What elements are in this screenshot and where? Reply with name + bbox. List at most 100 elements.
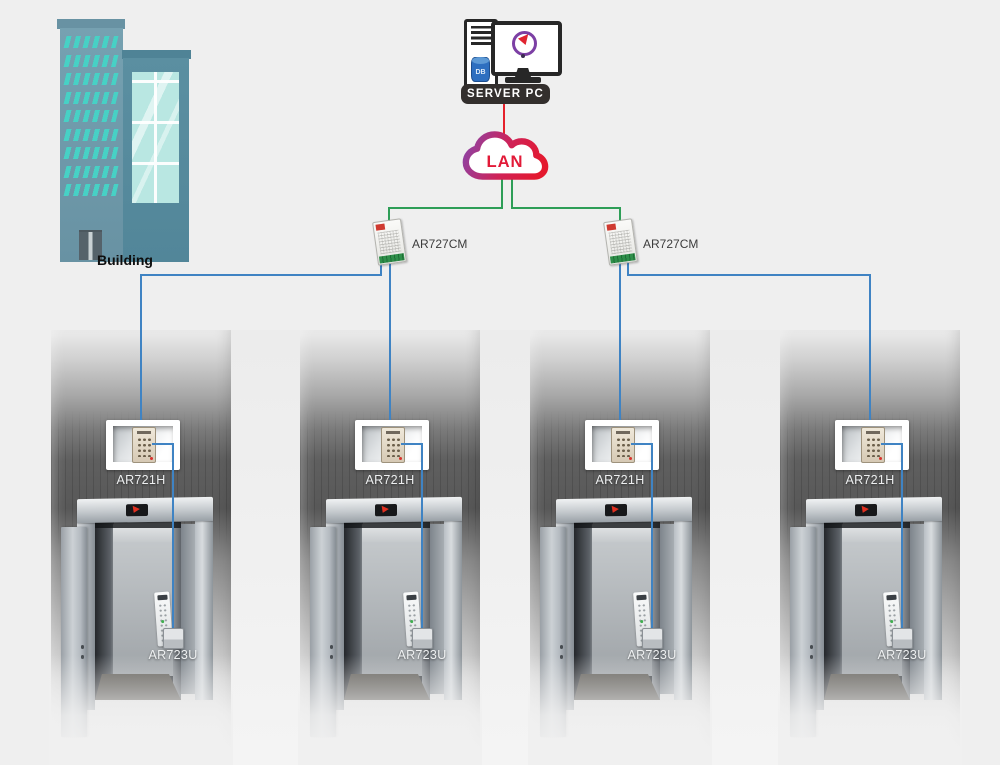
building-label: Building [97,252,153,268]
keypad-display [137,431,151,434]
server-pc-label: SERVER PC [461,84,550,104]
floor-indicator-icon [605,503,627,517]
car-right-wall [422,522,430,700]
wire-unit-v [172,443,174,630]
car-ceiling [834,522,910,544]
reader-niche [835,420,909,470]
wire-unit-h [881,443,903,445]
car-right-wall [902,522,910,700]
lan-cloud: LAN [459,128,551,184]
car-right-wall [652,522,660,700]
door-header [326,496,462,524]
cloud-icon: LAN [462,131,549,180]
wire-reader-drop [140,330,142,420]
wire-unit-v [901,443,903,630]
panel-led [640,619,644,624]
unit-model-label: AR723U [627,648,677,662]
wire-converter2-in [619,207,621,223]
door-right-return [910,524,924,694]
keypad-led [399,457,402,460]
building-left-tower [60,28,123,262]
building-right-tower [123,58,189,262]
wire-unit-h [401,443,423,445]
pc-vents [471,26,491,45]
door-header [77,496,213,524]
ar721h-keypad-icon [611,427,635,463]
monitor-stand [515,68,531,77]
door-handle-dot [559,645,563,649]
monitor-base [505,77,541,83]
monitor-icon [491,21,562,76]
server-pc-group: DB SERVER PC [455,12,565,107]
wire-lan-branch-left [388,207,503,209]
door-handle-dot [809,645,813,649]
reader-model-label: AR721H [116,473,166,487]
wire-conv2-elev4-b [627,274,871,276]
wire-reader-drop [389,330,391,420]
reader-model-label: AR721H [365,473,415,487]
floor-indicator-icon [855,503,877,517]
door-header [556,496,692,524]
reader-model-label: AR721H [845,473,895,487]
ar723u-device-icon [163,628,184,649]
converter-label-1: AR727CM [412,237,468,251]
floor-indicator-icon [375,503,397,517]
brand-dot-icon [521,54,525,58]
wire-conv1-elev1-b [140,274,382,276]
keypad-keys [137,437,152,457]
building-door [79,230,102,260]
unit-model-label: AR723U [148,648,198,662]
converter-module-2 [603,218,638,266]
db-badge: DB [475,69,486,76]
wire-lan-stem-right [511,174,513,209]
wire-conv2-elev4-a [627,258,629,276]
module-terminal-block [609,253,636,264]
wire-lan-branch-right [511,207,621,209]
lan-label: LAN [486,152,523,171]
wire-lan-stem-left [501,174,503,208]
door-right-return [660,524,674,694]
reader-niche [355,420,429,470]
ar721h-keypad-icon [381,427,405,463]
module-red-chip [375,223,386,231]
reader-niche [585,420,659,470]
keypad-display [616,431,630,434]
wire-conv1-elev2 [389,258,391,332]
car-ceiling [105,522,181,544]
wire-reader-drop [619,330,621,420]
door-right-return [181,524,195,694]
reader-model-label: AR721H [595,473,645,487]
column-fade [298,655,482,765]
door-handle-dot [80,645,84,649]
wire-server-lan [503,102,505,136]
module-terminal-block [378,253,405,264]
module-red-chip [606,223,617,231]
wire-conv2-elev4-c [869,274,871,332]
unit-model-label: AR723U [397,648,447,662]
keypad-display [866,431,880,434]
column-fade [49,655,233,765]
column-fade [778,655,962,765]
column-fade [528,655,712,765]
keypad-keys [616,437,631,457]
building-illustration: Building [50,12,200,270]
panel-led [410,619,414,624]
unit-model-label: AR723U [877,648,927,662]
wire-conv2-elev3 [619,258,621,332]
keypad-keys [386,437,401,457]
ar723u-device-icon [412,628,433,649]
door-right-return [430,524,444,694]
door-header [806,496,942,524]
ar723u-device-icon [642,628,663,649]
keypad-display [386,431,400,434]
wire-conv1-elev1-a [380,258,382,276]
wire-unit-v [651,443,653,630]
door-handle-dot [329,645,333,649]
ar721h-keypad-icon [861,427,885,463]
wire-converter1-in [388,207,390,223]
panel-led [890,619,894,624]
ar723u-device-icon [892,628,913,649]
elevator-column: AR721H [778,330,962,765]
floor-indicator-icon [126,503,148,517]
